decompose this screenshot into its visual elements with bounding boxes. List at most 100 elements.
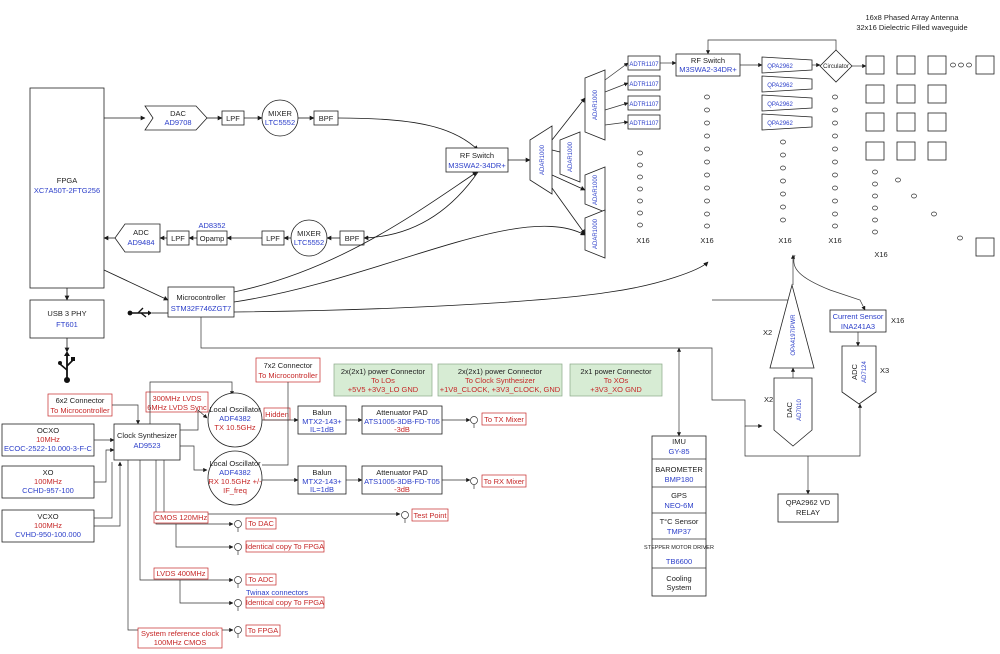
x16-current: X16 xyxy=(891,316,904,325)
to-fpga-label: To FPGA xyxy=(248,626,278,635)
ocxo-freq: 10MHz xyxy=(36,435,60,444)
ocxo-label: OCXO xyxy=(37,426,59,435)
power-connector-2: 2x(2x1) power Connector To Clock Synthes… xyxy=(437,363,563,397)
adtr-3: ADTR1107 xyxy=(629,102,659,108)
mixer-rx: MIXER LTC5552 xyxy=(290,219,328,257)
mixer-tx-part: LTC5552 xyxy=(265,118,295,127)
current-sensor-part: INA241A3 xyxy=(841,322,875,331)
dac-top-label: DAC xyxy=(170,109,186,118)
lvds-300-line1: 300MHz LVDS xyxy=(152,394,201,403)
lo-tx-freq: TX 10.5GHz xyxy=(214,423,256,432)
x16-col1: X16 xyxy=(636,236,649,245)
power-connector-3: 2x1 power Connector To XOs +3V3_XO GND xyxy=(569,363,663,397)
lo-rx: Local Oscillator ADF4382 RX 10.5GHz +/- … xyxy=(207,450,263,506)
usb-label: USB 3 PHY xyxy=(47,309,86,318)
dac-vert-part: AD7010 xyxy=(797,398,803,420)
to-fpga-tag: To FPGA xyxy=(245,624,281,637)
lo-rx-freq: RX 10.5GHz +/- xyxy=(208,477,262,486)
bpf-tx-label: BPF xyxy=(319,114,334,123)
qpa-stack: QPA2962 QPA2962 QPA2962 QPA2962 xyxy=(761,56,813,131)
antenna-dots xyxy=(872,62,972,241)
sensor-gps-part: NEO-6M xyxy=(664,501,693,510)
lpf-tx-label: LPF xyxy=(226,114,240,123)
dots-col-3 xyxy=(780,139,786,223)
to-rx-mixer-tag: To RX Mixer xyxy=(481,474,527,488)
connector-symbols xyxy=(234,416,478,638)
atten-rx-part: ATS1005-3DB-FD-T05 xyxy=(364,477,440,486)
rf-switch-mid: RF Switch M3SWA2-34DR+ xyxy=(445,147,509,173)
lo-rx-label: Local Oscillator xyxy=(209,459,261,468)
lo-tx-label: Local Oscillator xyxy=(209,405,261,414)
lo-rx-freq2: IF_freq xyxy=(223,486,247,495)
qpa-1: QPA2962 xyxy=(767,64,793,70)
sysref-line2: 100MHz CMOS xyxy=(154,638,207,647)
rf-switch-top: RF Switch M3SWA2-34DR+ xyxy=(675,53,741,77)
adtr-stack: ADTR1107 ADTR1107 ADTR1107 ADTR1107 xyxy=(627,55,661,130)
atten-tx-part: ATS1005-3DB-FD-T05 xyxy=(364,417,440,426)
sensor-baro-part: BMP180 xyxy=(665,475,694,484)
identical-fpga-label-2: Identical copy To FPGA xyxy=(246,598,324,607)
identical-fpga-label-1: Identical copy To FPGA xyxy=(246,542,324,551)
sensor-cooling-1: Cooling xyxy=(666,574,691,583)
pc1-rails: +5V5 +3V3_LO GND xyxy=(348,385,419,394)
sensor-stepper: STEPPER MOTOR DRIVER xyxy=(644,545,714,551)
qpa-2: QPA2962 xyxy=(767,83,793,89)
to-adc-label: To ADC xyxy=(248,575,274,584)
pc1-name: 2x(2x1) power Connector xyxy=(341,367,426,376)
dots-col-1 xyxy=(637,150,643,228)
x16-col3: X16 xyxy=(778,236,791,245)
sensor-stepper-part: TB6600 xyxy=(666,557,692,566)
adc-label: ADC xyxy=(133,228,149,237)
fpga-label: FPGA xyxy=(57,176,77,185)
lpf-rx2-label: LPF xyxy=(266,234,280,243)
bpf-rx-label: BPF xyxy=(345,234,360,243)
lo-tx-part: ADF4382 xyxy=(219,414,251,423)
mixer-tx: MIXER LTC5552 xyxy=(261,99,299,137)
lvds-400-label: LVDS 400MHz xyxy=(156,569,205,578)
ocxo-part: ECOC-2522-10.000-3-F-C xyxy=(4,444,93,453)
to-tx-mixer-label: To TX Mixer xyxy=(484,415,524,424)
adc-block: ADC AD9484 xyxy=(114,223,161,253)
adar-stack: ADAR1000 ADAR1000 ADAR1000 ADAR1000 xyxy=(559,69,606,259)
sensor-temp-part: TMP37 xyxy=(667,527,691,536)
adc-vertical: ADC AD7124 xyxy=(841,345,877,405)
clock-synth-part: AD9523 xyxy=(133,441,160,450)
sensor-temp: T°C Sensor xyxy=(660,517,699,526)
adtr-2: ADTR1107 xyxy=(629,82,659,88)
x3-adc: X3 xyxy=(880,366,889,375)
rf-switch-top-part: M3SWA2-34DR+ xyxy=(679,65,737,74)
x2-dac: X2 xyxy=(764,395,773,404)
lvds-300-line2: 6MHz LVDS Sync xyxy=(147,403,207,412)
pc2-to: To Clock Synthesizer xyxy=(465,376,536,385)
clock-synth-label: Clock Synthesizer xyxy=(117,431,178,440)
title-line2: 32x16 Dielectric Filled waveguide xyxy=(856,23,967,32)
hidden-tag: Hidden xyxy=(263,407,291,421)
adar-3: ADAR1000 xyxy=(593,174,599,205)
adar-2: ADAR1000 xyxy=(568,141,574,172)
attenuator-tx: Attenuator PAD ATS1005-3DB-FD-T05 -3dB xyxy=(361,405,443,435)
rf-switch-mid-part: M3SWA2-34DR+ xyxy=(448,161,506,170)
balun-rx: Balun MTX2-143+ IL=1dB xyxy=(297,465,347,495)
rf-switch-top-label: RF Switch xyxy=(691,56,725,65)
atten-rx-label: Attenuator PAD xyxy=(376,468,428,477)
pc2-rails: +1V8_CLOCK, +3V3_CLOCK, GND xyxy=(440,385,561,394)
sensor-imu-part: GY-85 xyxy=(669,447,690,456)
pc1-to: To LOs xyxy=(371,376,395,385)
clock-synth-block: Clock Synthesizer AD9523 xyxy=(113,423,181,461)
pc3-to: To XOs xyxy=(604,376,629,385)
sensor-imu: IMU xyxy=(672,437,686,446)
dac-vertical: DAC AD7010 xyxy=(773,377,813,447)
vcxo-label: VCXO xyxy=(37,512,58,521)
pc3-name: 2x1 power Connector xyxy=(580,367,652,376)
circulator-label: Circulator xyxy=(823,64,849,70)
opamp-rx-label: Opamp xyxy=(200,234,225,243)
cmos-120-label: CMOS 120MHz xyxy=(155,513,208,522)
relay-block: QPA2962 VD RELAY xyxy=(777,493,839,523)
attenuator-rx: Attenuator PAD ATS1005-3DB-FD-T05 -3dB xyxy=(361,465,443,495)
fpga-block: FPGA XC7A50T-2FTG256 xyxy=(29,87,105,289)
connector-6x2-label: 6x2 Connector xyxy=(56,396,105,405)
dac-top-part: AD9708 xyxy=(164,118,191,127)
vcxo-freq: 100MHz xyxy=(34,521,62,530)
circulator: Circulator xyxy=(819,49,853,83)
